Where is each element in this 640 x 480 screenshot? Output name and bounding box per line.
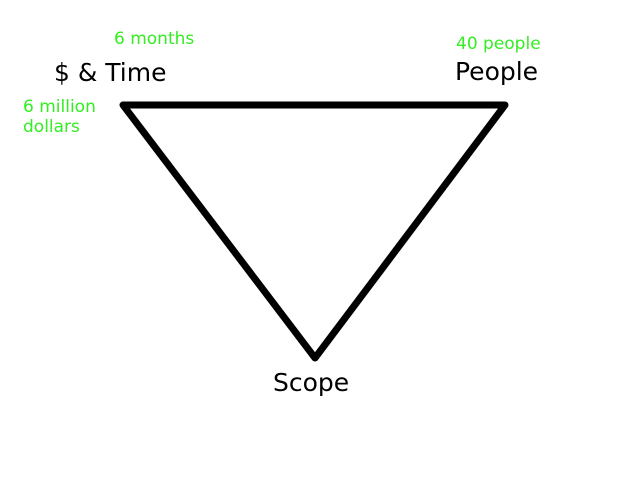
annotation-budget: 6 million dollars: [23, 97, 96, 138]
vertex-label-scope: Scope: [273, 368, 350, 397]
vertex-label-time-money: $ & Time: [54, 58, 167, 87]
annotation-headcount: 40 people: [456, 34, 541, 54]
annotation-duration: 6 months: [114, 29, 195, 49]
vertex-label-people: People: [455, 57, 539, 86]
triangle-shape: [119, 101, 509, 362]
